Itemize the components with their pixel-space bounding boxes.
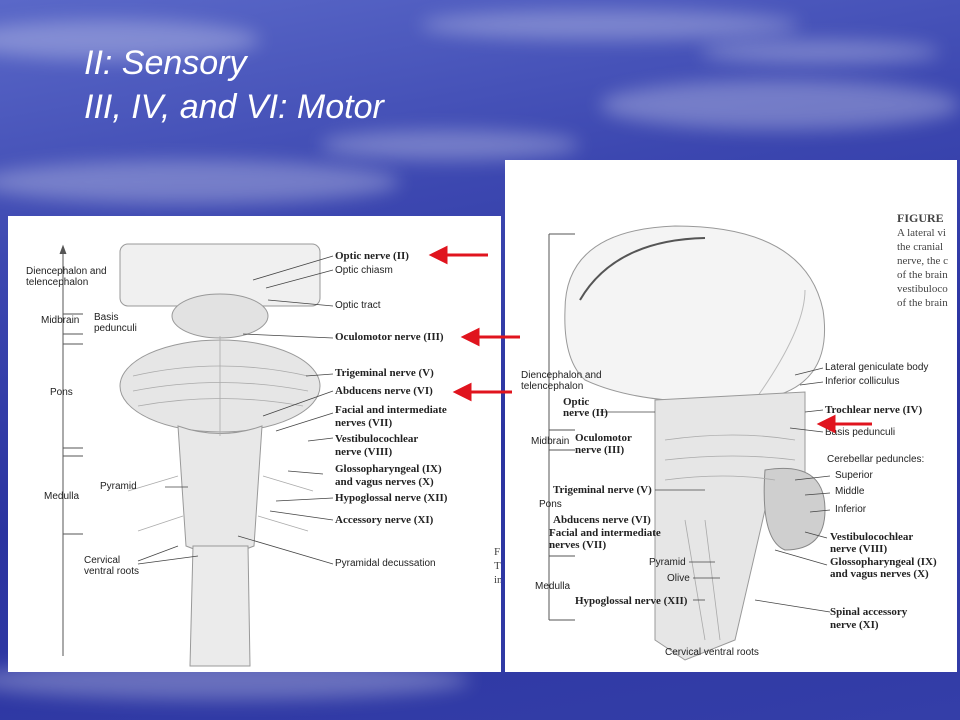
right-label-glosso-1: Glossopharyngeal (IX) — [830, 556, 937, 568]
left-label-facial-2: nerves (VII) — [335, 417, 393, 429]
right-label-trigeminal: Trigeminal nerve (V) — [553, 484, 652, 496]
left-label-optic-chiasm: Optic chiasm — [335, 265, 393, 276]
right-label-vestibulo-1: Vestibulocochlear — [830, 531, 914, 543]
right-label-spinal-1: Spinal accessory — [830, 606, 908, 618]
left-label-facial-1: Facial and intermediate — [335, 404, 447, 416]
left-label-abducens: Abducens nerve (VI) — [335, 385, 433, 397]
right-caption-7: of the brain — [897, 297, 948, 309]
left-region-medulla: Medulla — [44, 491, 80, 502]
right-caption-4: nerve, the c — [897, 255, 948, 267]
right-label-lgb: Lateral geniculate body — [825, 362, 929, 373]
left-label-glosso-1: Glossopharyngeal (IX) — [335, 463, 442, 475]
left-label-cervical: Cervical ventral roots — [84, 555, 140, 577]
right-label-trochlear: Trochlear nerve (IV) — [825, 404, 923, 416]
left-label-vestibulo-2: nerve (VIII) — [335, 446, 393, 458]
left-figure-panel: Diencephalon and telencephalon Midbrain … — [8, 216, 501, 672]
left-label-oculomotor: Oculomotor nerve (III) — [335, 331, 444, 343]
title-line-1: II: Sensory — [84, 44, 247, 82]
right-label-pyramid: Pyramid — [649, 557, 686, 568]
right-region-medulla: Medulla — [535, 581, 571, 592]
left-region-midbrain: Midbrain — [41, 315, 80, 326]
right-label-vestibulo-2: nerve (VIII) — [830, 543, 888, 555]
right-caption-6: vestibuloco — [897, 283, 948, 295]
left-label-basis-pedunculi: Basis pedunculi — [94, 312, 137, 334]
left-region-diencephalon: Diencephalon and telencephalon — [26, 266, 107, 288]
right-label-cervical: Cervical ventral roots — [665, 647, 759, 658]
right-region-pons: Pons — [539, 499, 562, 510]
right-label-middle: Middle — [835, 486, 865, 497]
right-label-basis: Basis pedunculi — [825, 427, 896, 438]
right-label-olive: Olive — [667, 573, 690, 584]
left-caption-3: in — [494, 574, 501, 586]
left-label-trigeminal: Trigeminal nerve (V) — [335, 367, 434, 379]
left-label-vestibulo-1: Vestibulocochlear — [335, 433, 419, 445]
title-line-2: III, IV, and VI: Motor — [84, 88, 384, 126]
right-label-hypoglossal: Hypoglossal nerve (XII) — [575, 595, 688, 607]
left-label-hypoglossal: Hypoglossal nerve (XII) — [335, 492, 448, 504]
right-caption-figure: FIGURE — [897, 211, 944, 225]
right-figure-panel: FIGURE A lateral vi the cranial nerve, t… — [505, 160, 957, 672]
right-label-superior: Superior — [835, 470, 873, 481]
left-label-decussation: Pyramidal decussation — [335, 558, 436, 569]
right-label-facial-1: Facial and intermediate — [549, 527, 661, 539]
right-label-spinal-2: nerve (XI) — [830, 619, 879, 631]
right-region-midbrain: Midbrain — [531, 436, 570, 447]
right-label-glosso-2: and vagus nerves (X) — [830, 568, 929, 580]
left-brainstem-illustration — [59, 243, 334, 667]
right-label-facial-2: nerves (VII) — [549, 539, 607, 551]
right-label-inferior-colliculus: Inferior colliculus — [825, 376, 900, 387]
right-label-inferior: Inferior — [835, 504, 867, 515]
right-caption-3: the cranial — [897, 241, 944, 253]
right-caption-5: of the brain — [897, 269, 948, 281]
right-label-oculo-2: nerve (III) — [575, 444, 625, 456]
left-caption-1: F — [494, 546, 501, 558]
right-label-optic-1: Optic — [563, 396, 590, 408]
right-label-oculo-1: Oculomotor — [575, 432, 632, 444]
left-label-optic-tract: Optic tract — [335, 300, 381, 311]
right-caption-2: A lateral vi — [897, 227, 946, 239]
right-label-optic-2: nerve (II) — [563, 407, 608, 419]
right-label-cerebellar-peduncles: Cerebellar peduncles: — [827, 454, 925, 465]
left-label-pyramid: Pyramid — [100, 481, 137, 492]
left-region-pons: Pons — [50, 387, 73, 398]
left-label-optic-nerve: Optic nerve (II) — [335, 250, 409, 262]
left-label-glosso-2: and vagus nerves (X) — [335, 476, 434, 488]
right-lateral-brainstem-illustration — [548, 225, 831, 661]
right-region-diencephalon: Diencephalon and telencephalon — [521, 370, 602, 392]
right-label-abducens: Abducens nerve (VI) — [553, 514, 651, 526]
left-label-accessory: Accessory nerve (XI) — [335, 514, 434, 526]
left-caption-2: T — [494, 560, 501, 572]
